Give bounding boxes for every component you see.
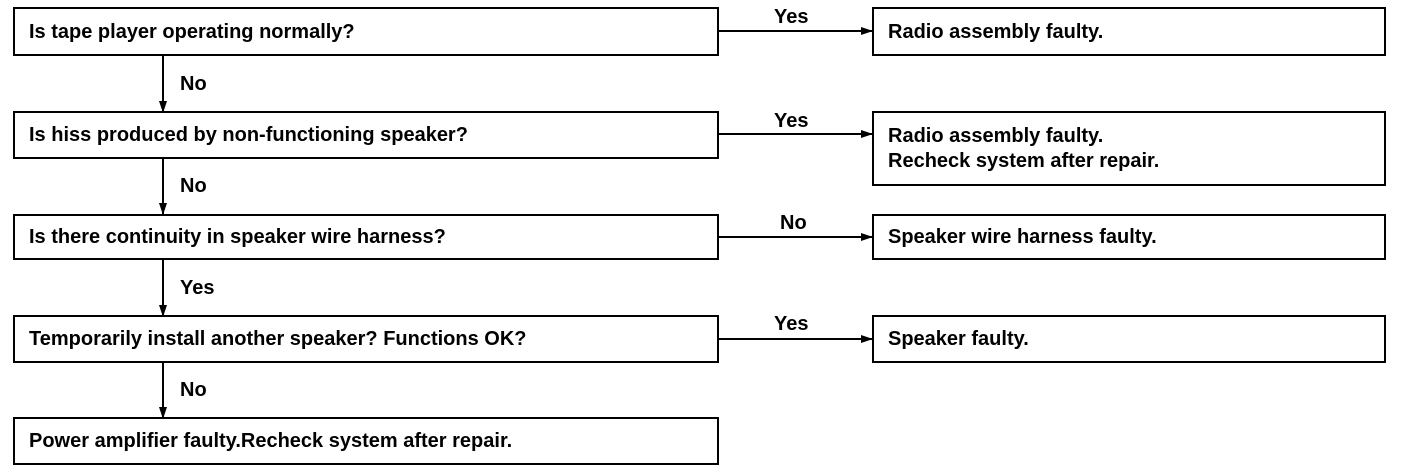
final-box: Power amplifier faulty.Recheck system af… [13, 417, 719, 465]
result-box-4: Speaker faulty. [872, 315, 1386, 363]
flow-label-4: No [180, 379, 207, 401]
result-text: Speaker wire harness faulty. [888, 226, 1157, 248]
question-text: Is tape player operating normally? [29, 20, 355, 43]
result-text: Recheck system after repair. [888, 149, 1160, 172]
branch-label-3: No [780, 212, 807, 234]
flow-label-1: No [180, 73, 207, 95]
branch-label-1: Yes [774, 6, 809, 28]
result-text: Radio assembly faulty. [888, 20, 1104, 43]
final-text: Power amplifier faulty.Recheck system af… [29, 430, 513, 452]
question-text: Temporarily install another speaker? Fun… [29, 328, 527, 350]
result-text: Radio assembly faulty. [888, 124, 1104, 147]
question-text: Is hiss produced by non-functioning spea… [29, 124, 468, 146]
result-box-1: Radio assembly faulty. [872, 7, 1386, 56]
result-text: Speaker faulty. [888, 328, 1029, 350]
result-box-3: Speaker wire harness faulty. [872, 214, 1386, 260]
question-box-3: Is there continuity in speaker wire harn… [13, 214, 719, 260]
flow-label-2: No [180, 175, 207, 197]
question-text: Is there continuity in speaker wire harn… [29, 226, 446, 248]
question-box-1: Is tape player operating normally? [13, 7, 719, 56]
result-box-2: Radio assembly faulty. Recheck system af… [872, 111, 1386, 186]
flow-label-3: Yes [180, 277, 215, 299]
question-box-2: Is hiss produced by non-functioning spea… [13, 111, 719, 159]
branch-label-2: Yes [774, 110, 809, 132]
question-box-4: Temporarily install another speaker? Fun… [13, 315, 719, 363]
branch-label-4: Yes [774, 313, 809, 335]
